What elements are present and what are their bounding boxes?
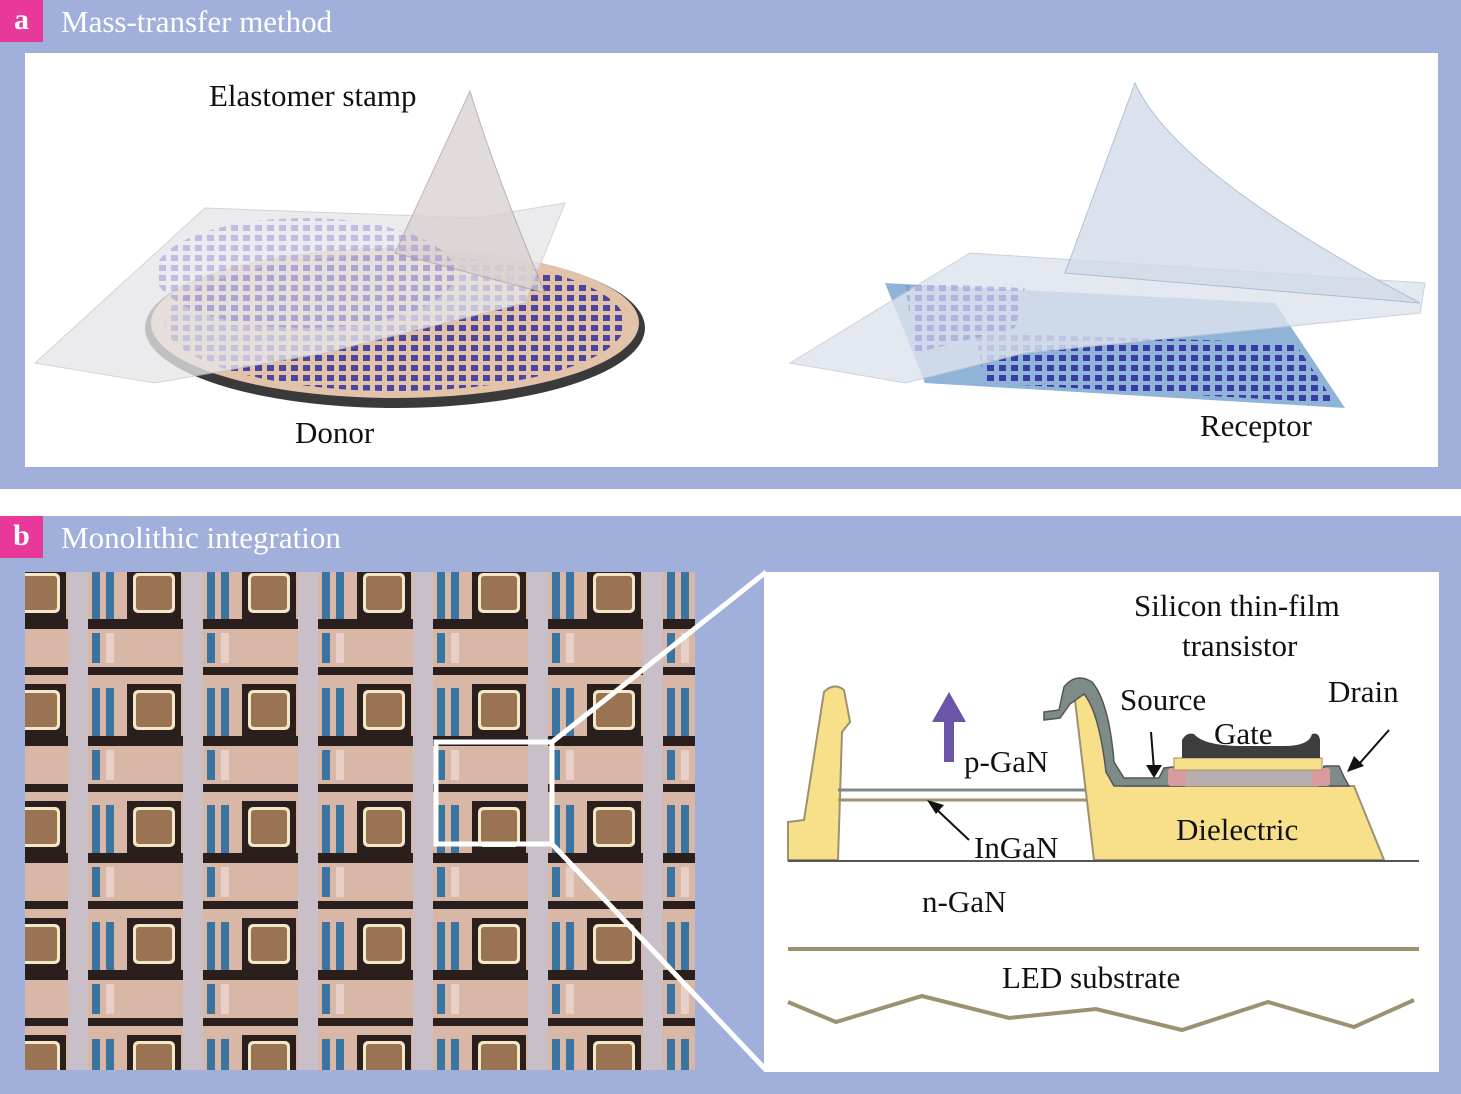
panel-a-badge: a [0,0,43,42]
label-ingan: InGaN [974,830,1059,865]
panel-b-title: Monolithic integration [61,520,341,555]
label-tft-line1: Silicon thin-film [1134,588,1340,623]
label-led-substrate: LED substrate [1002,960,1181,995]
micrograph-pattern [25,572,695,1070]
connector-line-bottom [550,842,768,1072]
substrate-break-line [787,993,1415,1033]
donor-elastomer-stamp [33,89,566,384]
zoom-connector [433,570,768,1072]
p-gan-arrow-icon [932,692,966,762]
label-tft-line2: transistor [1182,628,1298,663]
gate-electrode [1182,733,1320,758]
gate-dielectric [1173,757,1323,771]
receptor-elastomer-stamp [788,81,1426,384]
panel-b-badge: b [0,516,43,558]
mass-transfer-illustration [33,81,1426,408]
drain-contact [1312,768,1330,786]
cross-section-canvas: Silicon thin-film transistor Source Drai… [764,572,1439,1072]
ingan-pointer [933,806,970,841]
channel-layer [1184,770,1314,786]
source-pointer [1150,731,1155,771]
label-donor: Donor [295,415,375,450]
panel-b: b Monolithic integration [0,516,1461,1094]
label-dielectric: Dielectric [1176,812,1299,847]
source-contact [1168,768,1186,786]
label-receptor: Receptor [1200,408,1312,443]
label-n-gan: n-GaN [922,884,1007,919]
zoom-highlight-box [433,739,555,847]
panel-a: a Mass-transfer method [0,0,1461,489]
label-source: Source [1120,682,1207,717]
left-mesa [787,685,852,861]
label-p-gan: p-GaN [964,744,1049,779]
label-gate: Gate [1214,716,1273,751]
panel-a-canvas: Elastomer stamp Donor Receptor [25,53,1438,467]
panel-a-title: Mass-transfer method [61,4,333,39]
label-elastomer-stamp: Elastomer stamp [209,78,417,113]
label-drain: Drain [1328,674,1399,709]
cross-section-diagram [787,677,1419,1033]
micrograph-image [25,572,695,1070]
connector-line-top [550,570,768,744]
drain-pointer [1358,729,1390,765]
